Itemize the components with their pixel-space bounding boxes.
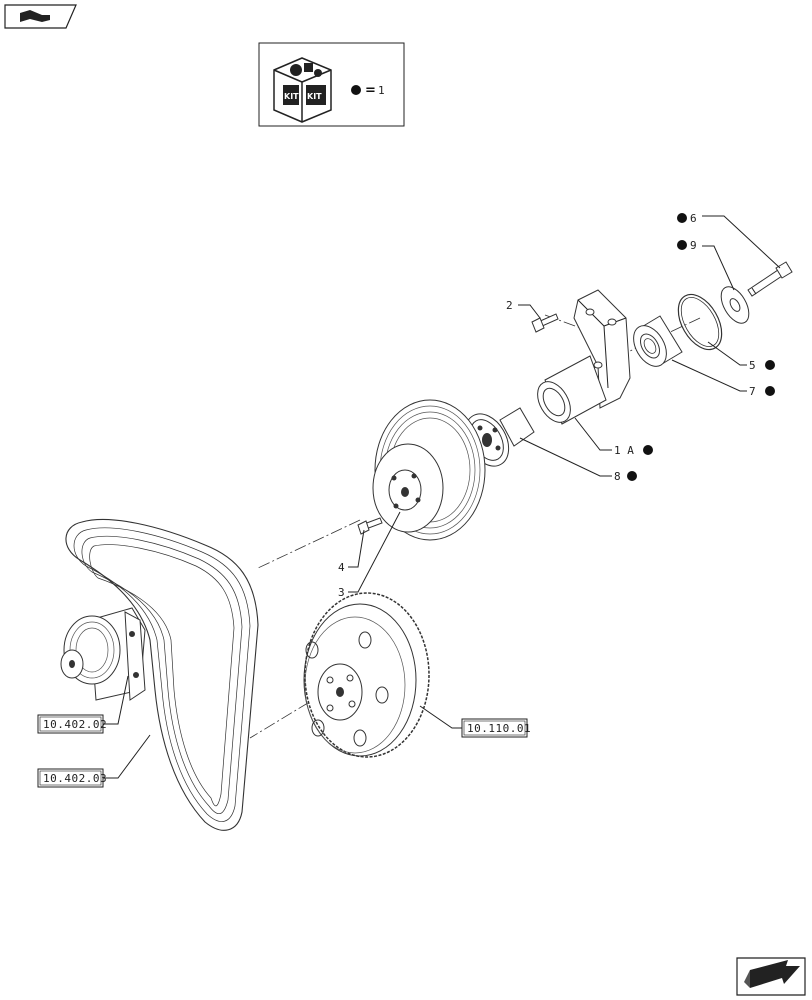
callout-9[interactable]: 9 bbox=[690, 239, 697, 252]
kit-label-right: KIT bbox=[307, 92, 322, 101]
kit-label-left: KIT bbox=[284, 92, 299, 101]
ref-belt[interactable]: 10.402.03 bbox=[37, 768, 107, 788]
kit-equals: = bbox=[365, 83, 376, 98]
leader-lines bbox=[103, 215, 781, 779]
ref-damper[interactable]: 10.110.01 bbox=[461, 718, 531, 738]
kit-dot-icon bbox=[627, 471, 637, 481]
ref-belt-label: 10.402.03 bbox=[43, 772, 107, 785]
bearing-7[interactable] bbox=[627, 315, 683, 372]
ref-water-pump[interactable]: 10.402.02 bbox=[37, 714, 107, 734]
kit-dot-icon bbox=[351, 85, 361, 95]
ref-damper-label: 10.110.01 bbox=[467, 722, 531, 735]
callout-8[interactable]: 8 bbox=[614, 470, 621, 483]
drive-belt[interactable] bbox=[65, 518, 259, 831]
book-icon bbox=[20, 10, 50, 22]
kit-dot-icon bbox=[765, 360, 775, 370]
screw-2[interactable] bbox=[531, 313, 559, 333]
kit-dot-icon bbox=[643, 445, 653, 455]
kit-dot-icon bbox=[765, 386, 775, 396]
washer-9[interactable] bbox=[715, 282, 754, 328]
screw-4[interactable] bbox=[357, 517, 383, 535]
kit-quantity: 1 bbox=[378, 84, 385, 97]
callout-7[interactable]: 7 bbox=[749, 385, 756, 398]
callout-6[interactable]: 6 bbox=[690, 212, 697, 225]
arrow-right-icon bbox=[744, 960, 800, 988]
bolt-6[interactable] bbox=[747, 261, 793, 297]
callout-5[interactable]: 5 bbox=[749, 359, 756, 372]
damper[interactable] bbox=[303, 592, 430, 758]
water-pump[interactable] bbox=[60, 607, 146, 701]
kit-dot-icon bbox=[677, 213, 687, 223]
callout-3[interactable]: 3 bbox=[338, 586, 345, 599]
nav-back-tab[interactable] bbox=[4, 4, 77, 29]
kit-box-icon: KIT KIT bbox=[273, 57, 332, 123]
callout-4[interactable]: 4 bbox=[338, 561, 345, 574]
callout-2[interactable]: 2 bbox=[506, 299, 513, 312]
ref-water-pump-label: 10.402.02 bbox=[43, 718, 107, 731]
pulley-3[interactable] bbox=[372, 399, 486, 541]
pulley-support-1a[interactable] bbox=[531, 289, 631, 428]
nav-next-button[interactable] bbox=[736, 957, 806, 996]
callout-1a[interactable]: 1 A bbox=[614, 444, 634, 457]
kit-dot-icon bbox=[677, 240, 687, 250]
callouts: 6 9 2 5 7 1 A 8 4 3 bbox=[338, 212, 775, 599]
kit-legend: KIT KIT = 1 bbox=[258, 42, 405, 127]
